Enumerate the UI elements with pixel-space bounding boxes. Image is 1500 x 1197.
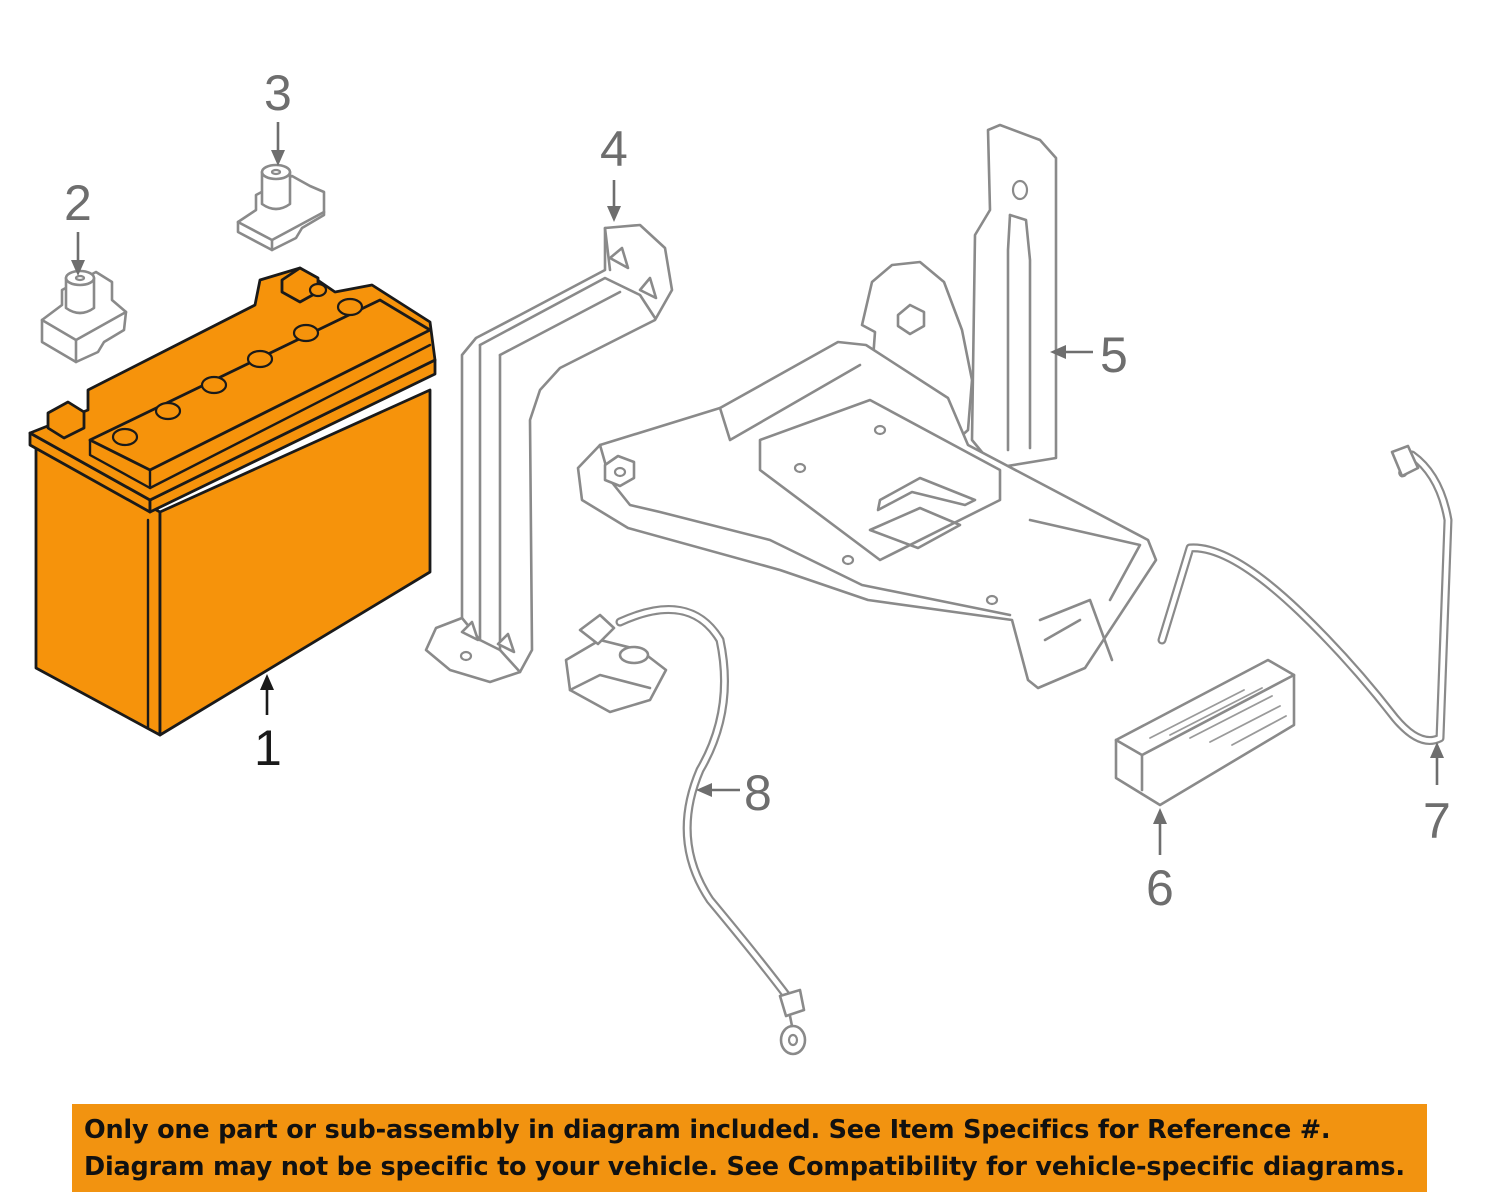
callout-label-1: 1 (254, 720, 282, 776)
callout-label-4: 4 (600, 121, 628, 177)
disclaimer-line-2: Diagram may not be specific to your vehi… (84, 1152, 1405, 1182)
callout-arrow-2 (71, 232, 85, 276)
callout-arrow-7 (1430, 742, 1444, 785)
callout-arrow-5 (1050, 345, 1093, 359)
battery-tray-part-5[interactable] (576, 123, 1158, 690)
terminal-cap-part-2[interactable] (40, 269, 128, 364)
callout-label-7: 7 (1423, 793, 1451, 849)
terminal-cap-part-3[interactable] (236, 163, 326, 252)
callout-arrow-4 (607, 180, 621, 222)
battery-block-part-6[interactable] (1114, 658, 1296, 807)
callout-arrow-1 (260, 674, 274, 715)
callout-label-6: 6 (1146, 860, 1174, 916)
battery-part[interactable] (28, 266, 437, 737)
callout-label-8: 8 (744, 765, 772, 821)
disclaimer-line-1: Only one part or sub-assembly in diagram… (84, 1115, 1331, 1145)
hold-down-bracket-part-4[interactable] (424, 223, 674, 684)
callout-label-3: 3 (264, 65, 292, 121)
callout-arrow-6 (1153, 808, 1167, 855)
callout-label-5: 5 (1100, 327, 1128, 383)
disclaimer-banner: Only one part or sub-assembly in diagram… (72, 1104, 1427, 1192)
callout-arrow-3 (271, 122, 285, 166)
cable-part-7[interactable] (1157, 444, 1453, 745)
callout-arrow-8 (696, 783, 740, 797)
cable-part-8[interactable] (564, 605, 807, 1056)
callout-label-2: 2 (64, 175, 92, 231)
